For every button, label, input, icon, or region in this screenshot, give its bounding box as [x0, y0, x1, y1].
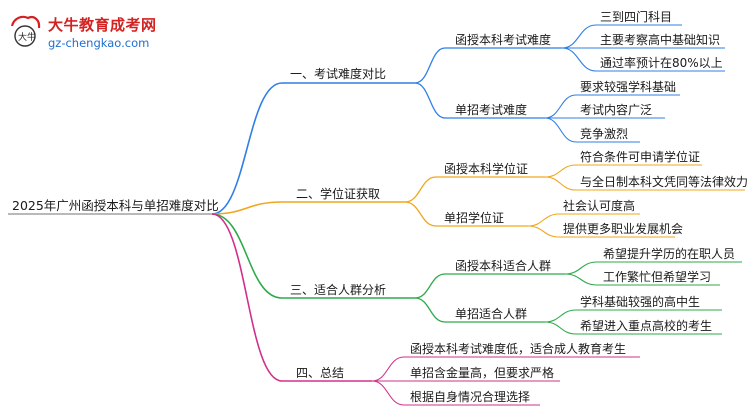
leaf: 单招含金量高，但要求严格 [410, 366, 555, 380]
leaf: 社会认可度高 [563, 199, 636, 213]
topic-single-exam: 单招考试难度 [455, 103, 528, 117]
leaf: 学科基础较强的高中生 [580, 295, 701, 309]
sub-connector [414, 273, 446, 299]
leaf-connector [561, 24, 597, 49]
branch-audience: 三、适合人群分析 [290, 283, 387, 297]
leaf: 通过率预计在80%以上 [600, 56, 723, 70]
branch-connector [211, 82, 283, 215]
leaf: 希望进入重点高校的考生 [580, 319, 713, 333]
leaf: 主要考察高中基础知识 [600, 33, 721, 47]
leaf: 与全日制本科文凭同等法律效力 [580, 175, 749, 189]
logo-url: gz-chengkao.com [48, 36, 150, 50]
branch-degree: 二、学位证获取 [296, 187, 381, 201]
branch-connector [211, 213, 283, 382]
topic-correspondence-audience: 函授本科适合人群 [455, 259, 552, 273]
leaf: 竞争激烈 [580, 127, 629, 141]
branch-exam-difficulty: 一、考试难度对比 [290, 67, 387, 81]
sub-connector [414, 82, 446, 119]
topic-single-degree: 单招学位证 [444, 211, 505, 225]
leaf: 符合条件可申请学位证 [580, 150, 701, 164]
topic-single-audience: 单招适合人群 [455, 307, 528, 321]
branch-connector [211, 213, 283, 299]
site-logo: 大牛 大牛教育成考网 gz-chengkao.com [8, 12, 178, 56]
leaf: 根据自身情况合理选择 [410, 390, 531, 404]
leaf-connector [544, 94, 577, 119]
leaf-connector [561, 47, 597, 72]
leaf-connector [527, 213, 560, 227]
sub-connector [414, 47, 446, 84]
leaf: 提供更多职业发展机会 [563, 222, 684, 236]
sub-connector [414, 297, 446, 323]
leaf: 三到四门科目 [600, 10, 673, 24]
leaf-connector [544, 117, 577, 143]
leaf-connector [544, 321, 577, 335]
leaf-connector [564, 261, 598, 275]
leaf-connector [371, 356, 405, 382]
sub-connector [404, 201, 437, 227]
leaf-connector [544, 309, 577, 323]
leaf: 工作繁忙但希望学习 [603, 270, 712, 284]
topic-correspondence-degree: 函授本科学位证 [444, 162, 529, 176]
leaf-connector [527, 225, 560, 238]
leaf: 函授本科考试难度低，适合成人教育考生 [410, 342, 627, 356]
leaf-connector [544, 176, 577, 191]
bull-logo-icon: 大牛 [10, 15, 41, 47]
leaf-connector [371, 380, 405, 406]
branch-connector [211, 201, 283, 215]
leaf-connector [544, 164, 577, 178]
topic-correspondence-exam: 函授本科考试难度 [455, 33, 552, 47]
leaf: 考试内容广泛 [580, 103, 653, 117]
sub-connector [404, 176, 437, 203]
logo-title: 大牛教育成考网 [48, 16, 157, 34]
leaf: 希望提升学历的在职人员 [603, 247, 736, 261]
leaf-connector [564, 273, 598, 286]
logo-mark-text: 大牛 [18, 31, 36, 43]
leaf: 要求较强学科基础 [580, 80, 677, 94]
branch-summary: 四、总结 [296, 366, 345, 380]
root-topic: 2025年广州函授本科与单招难度对比 [12, 198, 219, 213]
